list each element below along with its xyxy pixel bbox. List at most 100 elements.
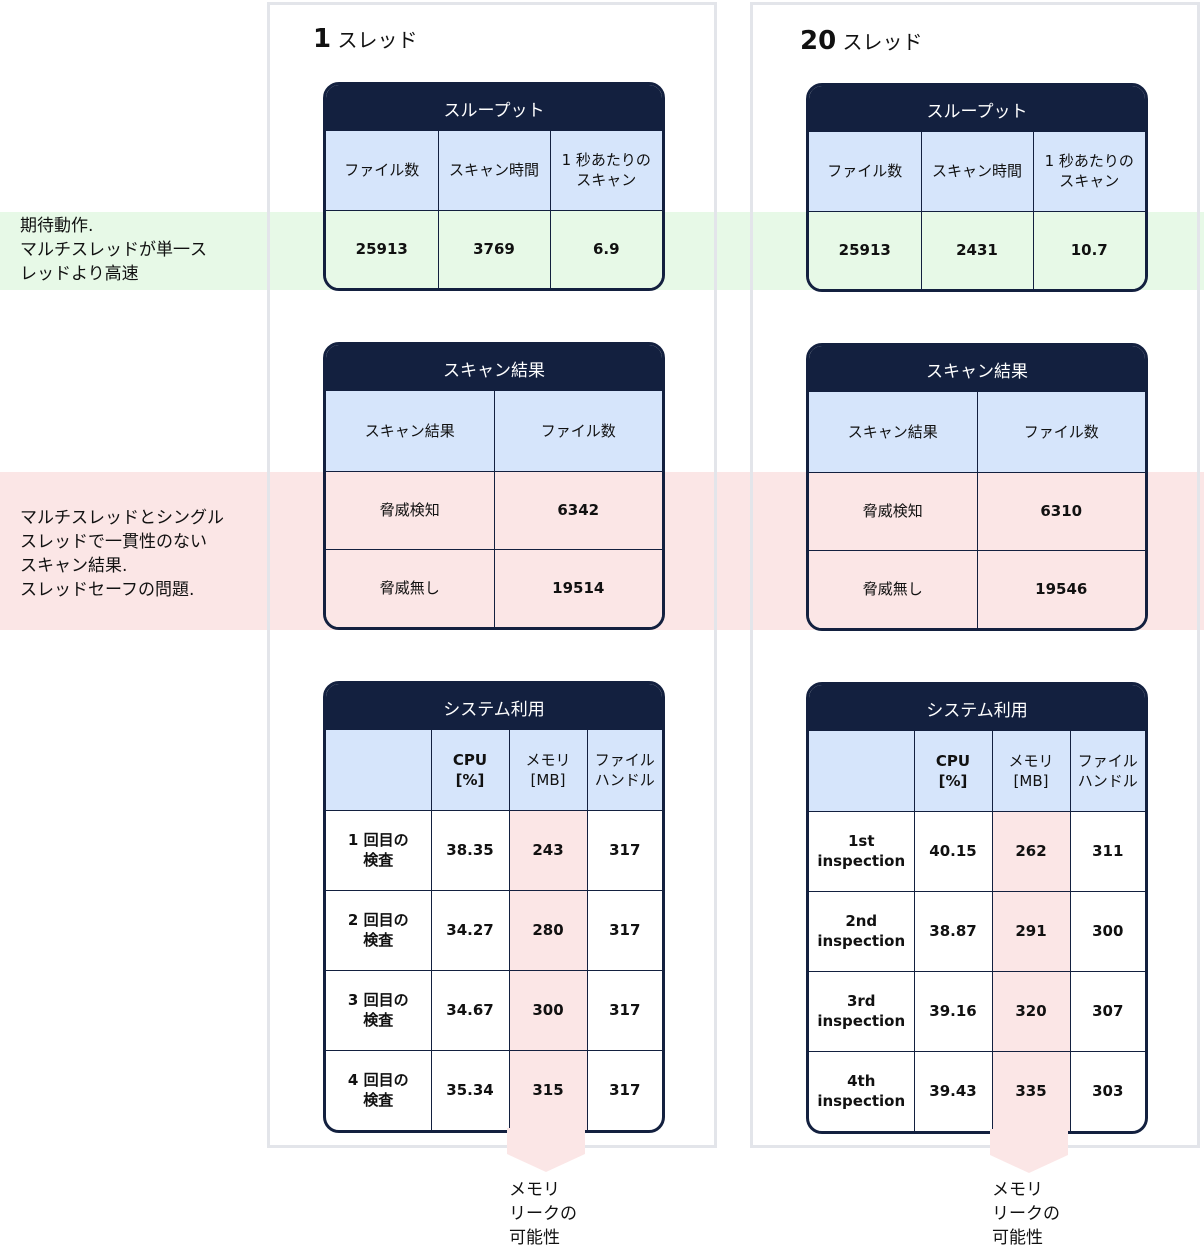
column-title-single-thread: 1 スレッド [313,24,417,54]
value-cell: 25913 [809,210,922,289]
result-label: 脅威検知 [809,471,978,551]
memory-cell: 262 [991,810,1071,892]
header-cell: CPU [%] [913,731,993,812]
file-handle-cell: 317 [586,809,662,891]
value-cell: 3769 [437,209,551,288]
thread-count: 20 [800,26,837,56]
note-line: リークの [992,1204,1060,1224]
single-thread-column [267,2,717,1148]
result-label: 脅威無し [326,548,495,627]
header-cell: 1 秒あたりの スキャン [1032,132,1145,212]
throughput-table: ファイル数 スキャン時間 1 秒あたりの スキャン 25913 2431 10.… [809,132,1145,289]
header-cell: メモリ [MB] [991,731,1071,812]
inspection-label: 1 回目の 検査 [326,809,432,891]
value-cell: 19514 [493,548,662,627]
thread-count: 1 [313,24,332,54]
cpu-cell: 39.43 [913,1050,993,1131]
inspection-label: 2 回目の 検査 [326,889,432,971]
header-cell: ファイル数 [493,391,662,472]
cpu-cell: 39.16 [913,970,993,1052]
card-title: システム利用 [809,685,1145,731]
throughput-table: ファイル数 スキャン時間 1 秒あたりの スキャン 25913 3769 6.9 [326,131,662,288]
file-handle-cell: 300 [1069,890,1145,972]
cpu-cell: 40.15 [913,810,993,892]
file-handle-cell: 317 [586,889,662,971]
result-label: 脅威検知 [326,470,495,550]
inspection-label: 2nd inspection [809,890,915,972]
value-cell: 6342 [493,470,662,550]
header-cell [326,730,432,811]
memory-leak-pointer [507,1128,585,1172]
cpu-cell: 38.87 [913,890,993,972]
memory-cell: 280 [508,889,588,971]
value-cell: 6.9 [549,209,662,288]
system-usage-table: CPU [%] メモリ [MB] ファイル ハンドル 1 回目の 検査 38.3… [326,730,662,1130]
expected-behavior-note: 期待動作. マルチスレッドが単一ス レッドより高速 [20,214,207,286]
thread-unit: スレッド [337,28,418,52]
card-title: システム利用 [326,684,662,730]
scan-results-card: スキャン結果 スキャン結果 ファイル数 脅威検知 6342 脅威無し 19514 [323,342,665,630]
inspection-label: 3 回目の 検査 [326,969,432,1051]
inspection-label: 4 回目の 検査 [326,1049,432,1130]
header-cell: 1 秒あたりの スキャン [549,131,662,211]
note-line: スレッドセーフの問題. [20,580,195,600]
memory-cell: 335 [991,1050,1071,1131]
throughput-card: スループット ファイル数 スキャン時間 1 秒あたりの スキャン 25913 3… [323,82,665,291]
file-handle-cell: 311 [1069,810,1145,892]
memory-cell: 320 [991,970,1071,1052]
system-usage-card: システム利用 CPU [%] メモリ [MB] ファイル ハンドル 1st in… [806,682,1148,1134]
result-label: 脅威無し [809,549,978,628]
memory-leak-pointer [990,1129,1068,1173]
memory-cell: 300 [508,969,588,1051]
card-title: スループット [809,86,1145,132]
cpu-cell: 35.34 [430,1049,510,1130]
value-cell: 2431 [920,210,1034,289]
note-line: 可能性 [509,1228,560,1248]
value-cell: 25913 [326,209,439,288]
value-cell: 6310 [976,471,1145,551]
note-line: スキャン結果. [20,556,128,576]
note-line: レッドより高速 [20,264,139,284]
memory-leak-note: メモリ リークの 可能性 [992,1178,1060,1250]
header-cell: CPU [%] [430,730,510,811]
card-title: スループット [326,85,662,131]
memory-cell: 243 [508,809,588,891]
file-handle-cell: 307 [1069,970,1145,1052]
inspection-label: 4th inspection [809,1050,915,1131]
value-cell: 10.7 [1032,210,1145,289]
card-title: スキャン結果 [326,345,662,391]
header-cell: スキャン結果 [809,392,978,473]
note-line: メモリ [992,1180,1043,1200]
scan-results-table: スキャン結果 ファイル数 脅威検知 6310 脅威無し 19546 [809,392,1145,628]
header-cell: ファイル数 [976,392,1145,473]
inspection-label: 3rd inspection [809,970,915,1052]
header-cell: ファイル数 [809,132,922,212]
multi-thread-column [750,2,1200,1148]
cpu-cell: 38.35 [430,809,510,891]
file-handle-cell: 317 [586,969,662,1051]
system-usage-card: システム利用 CPU [%] メモリ [MB] ファイル ハンドル 1 回目の … [323,681,665,1133]
memory-cell: 315 [508,1049,588,1130]
scan-results-table: スキャン結果 ファイル数 脅威検知 6342 脅威無し 19514 [326,391,662,627]
note-line: メモリ [509,1180,560,1200]
header-cell [809,731,915,812]
value-cell: 19546 [976,549,1145,628]
column-title-multi-thread: 20 スレッド [800,26,923,56]
note-line: 期待動作. [20,216,94,236]
throughput-card: スループット ファイル数 スキャン時間 1 秒あたりの スキャン 25913 2… [806,83,1148,292]
header-cell: ファイル ハンドル [1069,731,1145,812]
header-cell: ファイル ハンドル [586,730,662,811]
header-cell: スキャン時間 [920,132,1034,212]
note-line: 可能性 [992,1228,1043,1248]
scan-results-card: スキャン結果 スキャン結果 ファイル数 脅威検知 6310 脅威無し 19546 [806,343,1148,631]
header-cell: スキャン時間 [437,131,551,211]
cpu-cell: 34.67 [430,969,510,1051]
card-title: スキャン結果 [809,346,1145,392]
note-line: マルチスレッドとシングル [20,508,224,528]
note-line: マルチスレッドが単一ス [20,240,207,260]
file-handle-cell: 317 [586,1049,662,1130]
thread-safety-note: マルチスレッドとシングル スレッドで一貫性のない スキャン結果. スレッドセーフ… [20,506,224,602]
inspection-label: 1st inspection [809,810,915,892]
system-usage-table: CPU [%] メモリ [MB] ファイル ハンドル 1st inspectio… [809,731,1145,1131]
header-cell: メモリ [MB] [508,730,588,811]
